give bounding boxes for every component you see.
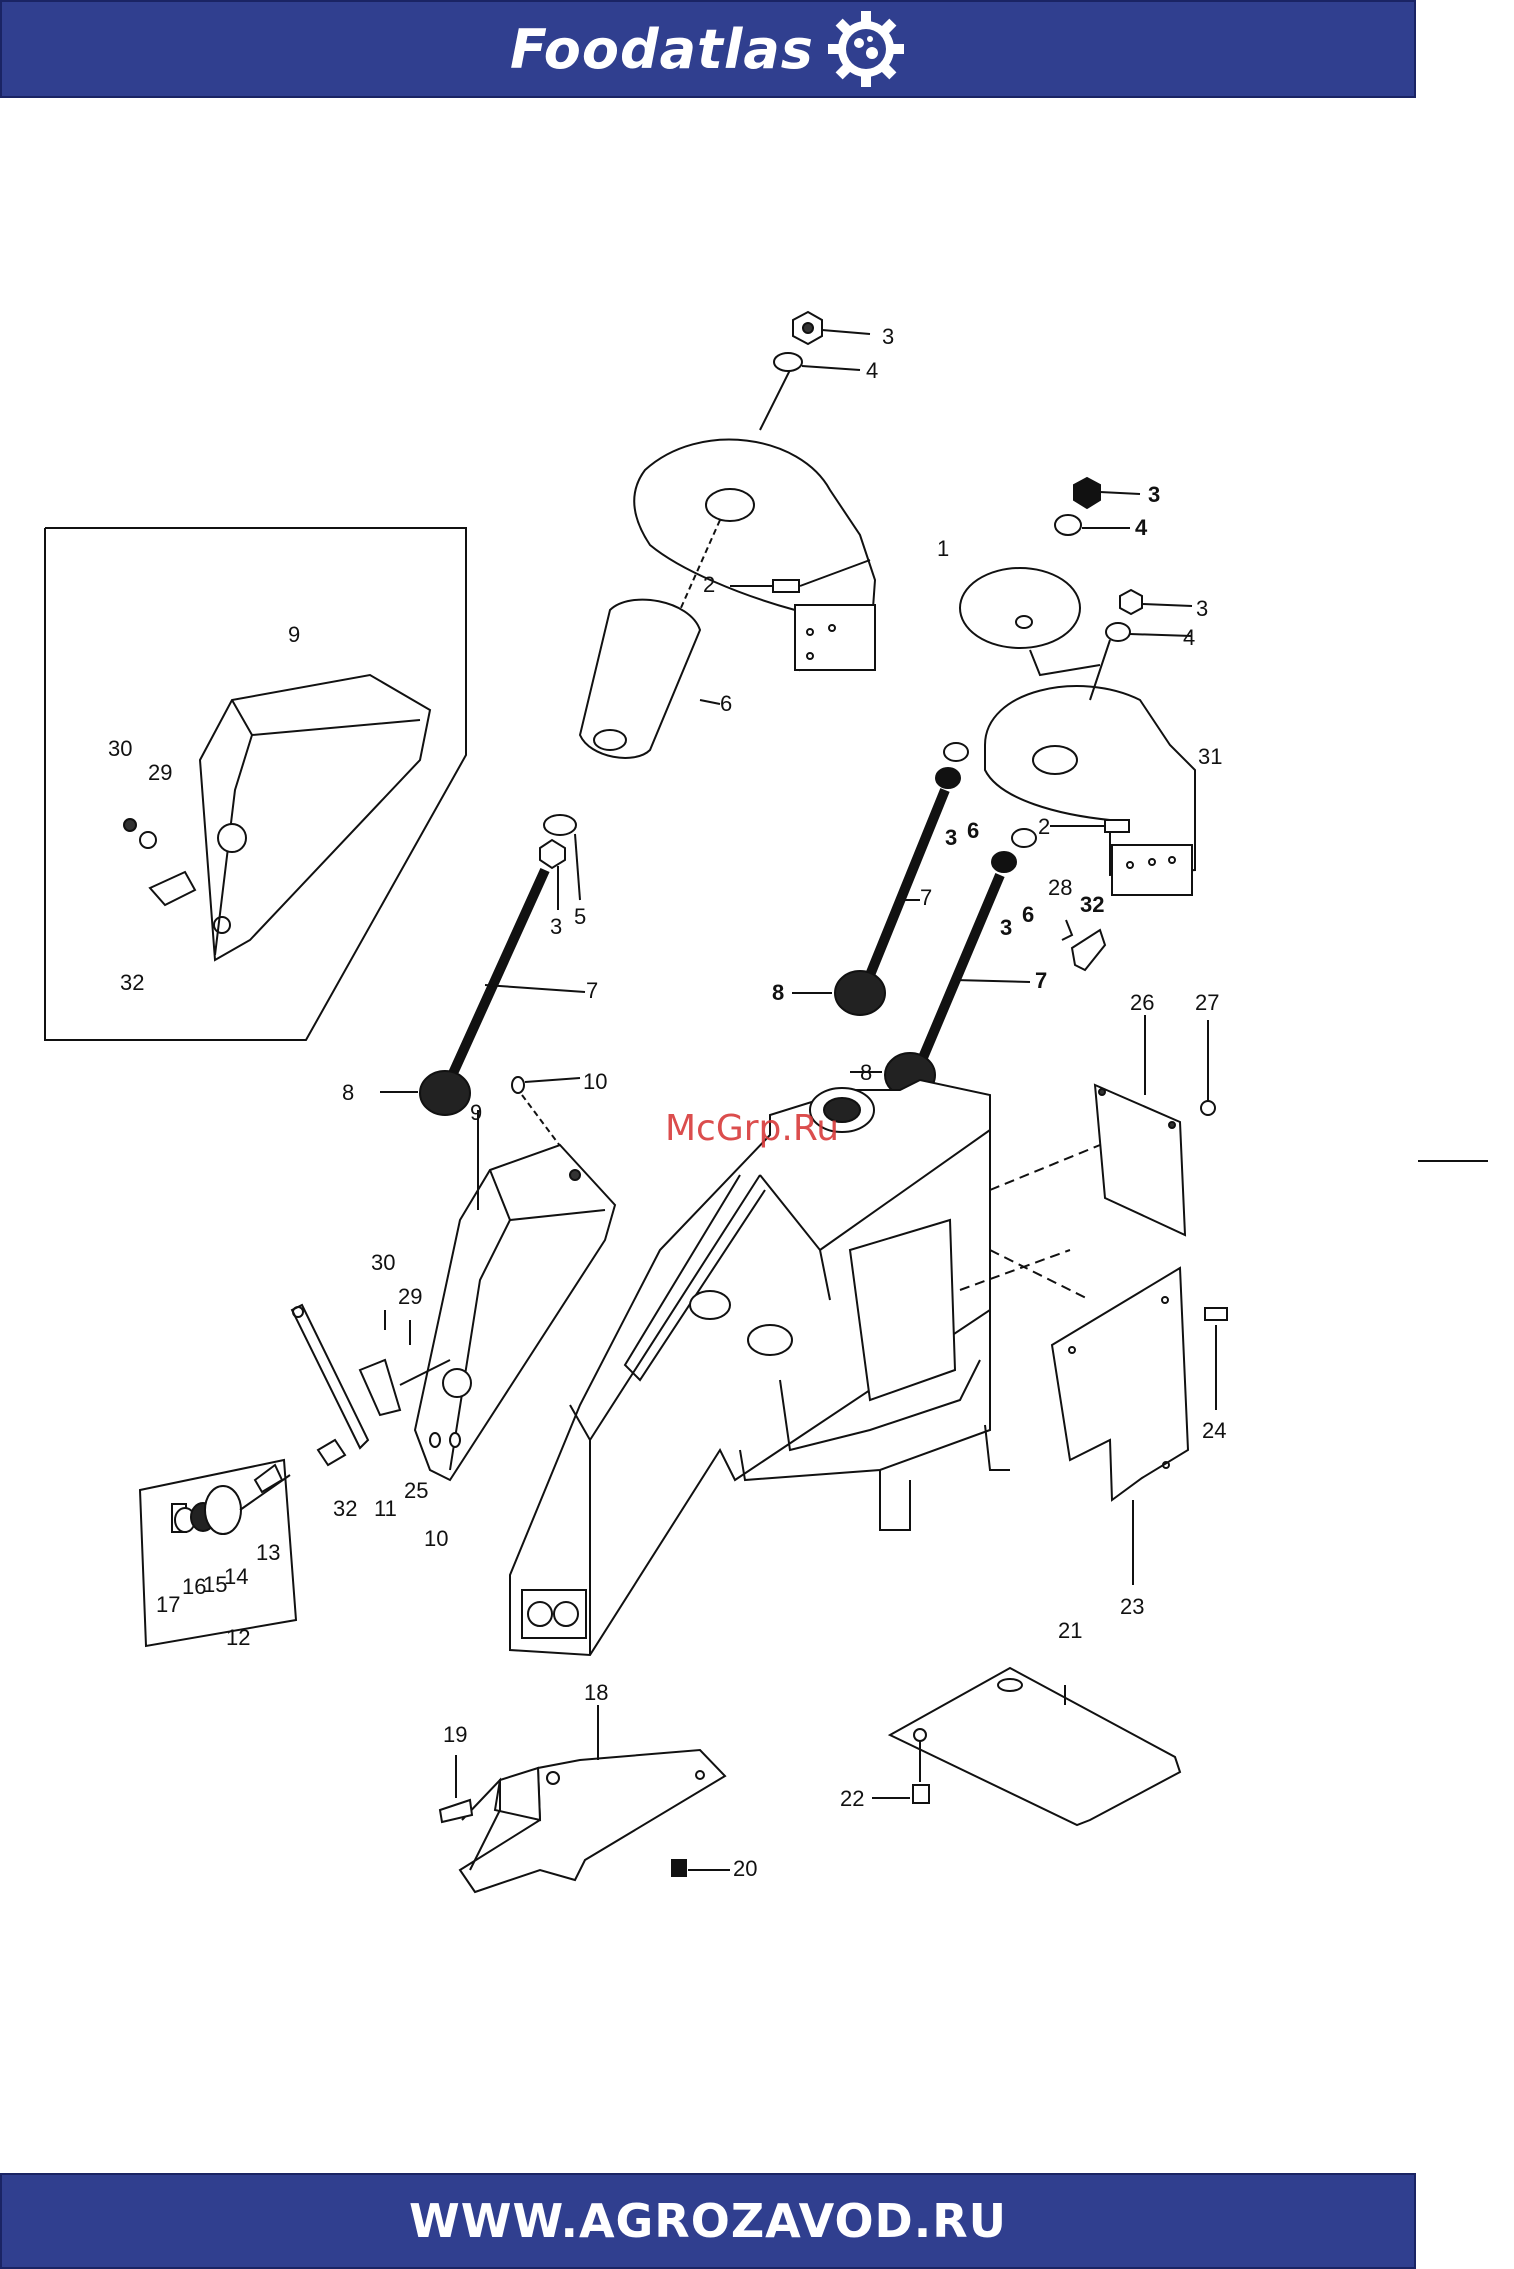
callout-label: 28 [1048,875,1072,900]
callout-label: 17 [156,1592,180,1617]
callout-label: 6 [720,691,732,716]
callout-label: 32 [1080,892,1104,917]
callout-label: 10 [424,1526,448,1551]
callout-label: 32 [120,970,144,995]
callout-label: 3 [882,324,894,349]
callout-label: 5 [574,904,586,929]
callout-label: 31 [1198,744,1222,769]
callout-label: 8 [342,1080,354,1105]
parts-diagram: 9 30 29 32 1 2 3 4 6 3 5 7 8 10 9 30 29 … [0,100,1514,2060]
watermark: McGrp.Ru [665,1108,839,1149]
callout-label: 27 [1195,990,1219,1015]
lever-11 [292,1305,368,1448]
callout-label: 10 [583,1069,607,1094]
callout-label: 21 [1058,1618,1082,1643]
inset-cover [200,675,430,960]
callout-label: 6 [967,818,979,843]
callout-label: 26 [1130,990,1154,1015]
header-banner: Foodatlas [0,0,1416,98]
callout-label: 9 [288,622,300,647]
brand-name: Foodatlas [510,18,814,81]
callout-label: 3 [550,914,562,939]
callout-label: 12 [226,1625,250,1650]
callout-label: 4 [1135,515,1148,540]
callout-label: 2 [1038,814,1050,839]
callout-label: 8 [772,980,784,1005]
callout-label: 29 [148,760,172,785]
callout-label: 30 [371,1250,395,1275]
callout-label: 3 [945,825,957,850]
callout-label: 32 [333,1496,357,1521]
callout-label: 3 [1000,915,1012,940]
callout-label: 9 [470,1100,482,1125]
plate-21 [890,1668,1180,1825]
callout-label: 3 [1196,596,1208,621]
plate-26 [1095,1085,1185,1235]
callout-label: 7 [1035,968,1047,993]
callout-label: 14 [224,1564,248,1589]
callout-label: 8 [860,1060,872,1085]
divider [1418,1160,1488,1162]
footer-url[interactable]: WWW.AGROZAVOD.RU [409,2194,1007,2248]
gear-globe-icon [826,9,906,89]
callout-label: 18 [584,1680,608,1705]
callout-label: 22 [840,1786,864,1811]
callout-label: 20 [733,1856,757,1881]
callout-label: 3 [1148,482,1160,507]
callout-label: 2 [703,572,715,597]
callout-label: 7 [920,885,932,910]
callout-label: 4 [866,358,878,383]
callout-label: 11 [374,1496,397,1521]
callout-label: 4 [1183,625,1195,650]
footer-banner: WWW.AGROZAVOD.RU [0,2173,1416,2269]
callout-label: 29 [398,1284,422,1309]
callout-label: 7 [586,978,598,1003]
callout-label: 19 [443,1722,467,1747]
callout-label: 6 [1022,902,1034,927]
callout-label: 25 [404,1478,428,1503]
bracket-disc [960,568,1080,648]
callout-label: 13 [256,1540,280,1565]
callout-label: 23 [1120,1594,1144,1619]
callout-label: 30 [108,736,132,761]
callout-label: 24 [1202,1418,1226,1443]
callout-label: 1 [937,536,949,561]
